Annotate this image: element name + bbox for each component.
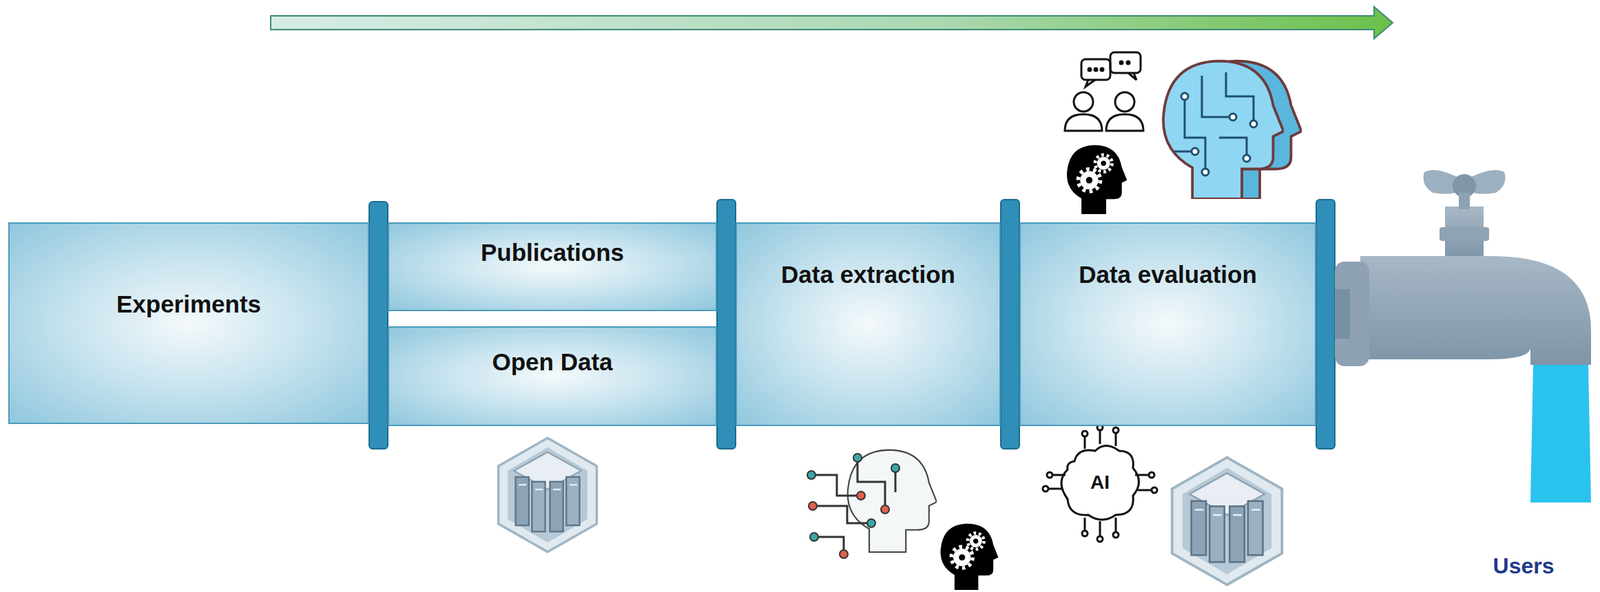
- segment-label: Data evaluation: [1020, 261, 1315, 289]
- thinking-head-icon: [940, 524, 999, 591]
- server-icon: [1172, 458, 1283, 586]
- segment-label: Data extraction: [736, 261, 1000, 289]
- faucet: [1334, 170, 1592, 503]
- pipe-segment: Data extraction: [735, 222, 1001, 427]
- thinking-head-icon: [1066, 145, 1127, 215]
- server-icon: [498, 438, 598, 552]
- segment-label: Open Data: [389, 348, 716, 377]
- ai-chip-icon: [1042, 424, 1158, 543]
- pipe-flanges: [369, 199, 1335, 450]
- pipe-segment: Experiments: [8, 222, 370, 425]
- segment-label: Experiments: [9, 290, 368, 319]
- circuit-head-icon: [1163, 61, 1302, 200]
- flow-arrow: [270, 6, 1393, 39]
- pipe-segment: Open Data: [387, 326, 718, 427]
- ai-chip-text: AI: [1090, 471, 1110, 494]
- users-label: Users: [1493, 553, 1555, 580]
- ai-brain-icon: [807, 450, 937, 559]
- pipe-segment: Publications: [387, 222, 718, 312]
- pipe-segment: Data evaluation: [1019, 222, 1317, 427]
- discussion-icon: [1064, 52, 1144, 131]
- water-stream: [1530, 365, 1592, 503]
- segment-label: Publications: [389, 239, 716, 267]
